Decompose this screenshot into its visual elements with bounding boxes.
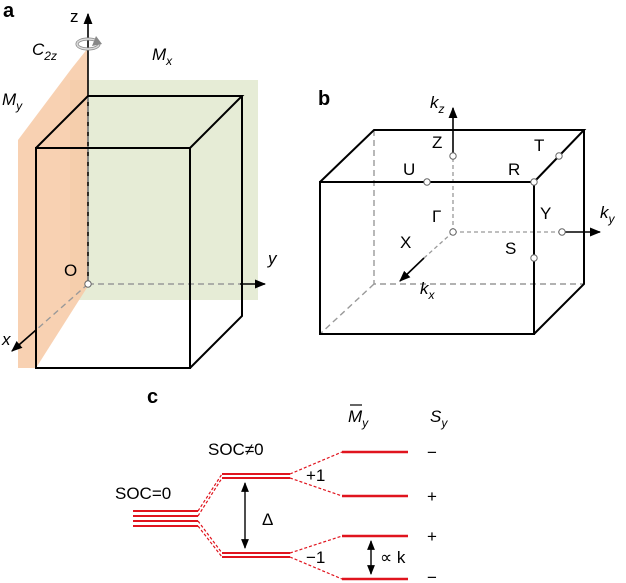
panel-c-label: c bbox=[147, 386, 158, 408]
soc-nonzero-levels bbox=[222, 473, 290, 558]
label-r: R bbox=[508, 160, 520, 179]
bz-front-face bbox=[319, 181, 535, 335]
gamma-x-line bbox=[423, 231, 454, 259]
ky-label: ky bbox=[600, 203, 616, 226]
point-u bbox=[423, 178, 431, 186]
soc-zero-levels bbox=[133, 510, 198, 527]
cube-side-face bbox=[189, 96, 243, 369]
kx-label: kx bbox=[420, 279, 436, 302]
label-x: X bbox=[400, 233, 411, 252]
delta-label: Δ bbox=[262, 510, 273, 529]
point-s bbox=[530, 254, 538, 262]
mirror-y-plane bbox=[18, 48, 88, 368]
mirror-y-label: My bbox=[2, 90, 23, 113]
cube-top-face bbox=[35, 95, 245, 149]
origin-dot bbox=[84, 280, 92, 288]
y-axis-label: y bbox=[267, 249, 278, 268]
bz-hidden-edges bbox=[373, 130, 584, 285]
prop-k-label: ∝ k bbox=[380, 548, 406, 567]
rotation-label: C2z bbox=[32, 40, 57, 63]
label-t: T bbox=[534, 136, 544, 155]
sign-3: + bbox=[427, 527, 437, 546]
panel-a-label: a bbox=[3, 0, 15, 22]
point-t bbox=[555, 152, 563, 160]
mirror-x-plane bbox=[70, 80, 258, 300]
label-z: Z bbox=[432, 133, 442, 152]
soc-nonzero-label: SOC≠0 bbox=[208, 440, 264, 459]
panel-a: a z y x O C2z Mx My bbox=[1, 0, 278, 369]
soc-split-lines bbox=[197, 473, 223, 558]
kx-axis bbox=[399, 257, 425, 282]
minus-one-label: −1 bbox=[306, 548, 325, 567]
panel-b-label: b bbox=[318, 88, 330, 110]
zeeman-split-lines bbox=[289, 451, 343, 580]
x-axis-label: x bbox=[1, 330, 11, 349]
panel-c: c bbox=[115, 386, 448, 583]
kz-label: kz bbox=[430, 93, 445, 116]
sign-2: + bbox=[427, 487, 437, 506]
plus-one-label: +1 bbox=[306, 466, 325, 485]
final-levels bbox=[342, 450, 408, 581]
soc-zero-label: SOC=0 bbox=[115, 484, 171, 503]
label-y: Y bbox=[540, 204, 551, 223]
z-axis-label: z bbox=[70, 7, 79, 26]
label-gamma: Γ bbox=[432, 207, 441, 226]
m-header: My bbox=[348, 404, 369, 430]
origin-label: O bbox=[64, 261, 77, 280]
x-axis bbox=[11, 329, 37, 352]
sign-4: − bbox=[427, 568, 437, 583]
bz-hidden-edge-2 bbox=[319, 283, 375, 335]
rotation-arrow-icon bbox=[75, 36, 102, 51]
bz-side-face bbox=[533, 130, 585, 335]
label-u: U bbox=[403, 160, 415, 179]
point-z bbox=[449, 152, 457, 160]
svg-text:My: My bbox=[348, 407, 369, 430]
point-y bbox=[558, 228, 566, 236]
point-r bbox=[530, 178, 538, 186]
panel-b: b Z T U R Y Γ X S kz ky kx bbox=[318, 88, 616, 335]
s-header: Sy bbox=[430, 407, 448, 430]
x-axis-dashed bbox=[35, 283, 89, 331]
sign-1: − bbox=[427, 443, 437, 462]
label-s: S bbox=[505, 239, 516, 258]
point-gamma bbox=[449, 228, 457, 236]
mirror-x-label: Mx bbox=[152, 45, 173, 68]
